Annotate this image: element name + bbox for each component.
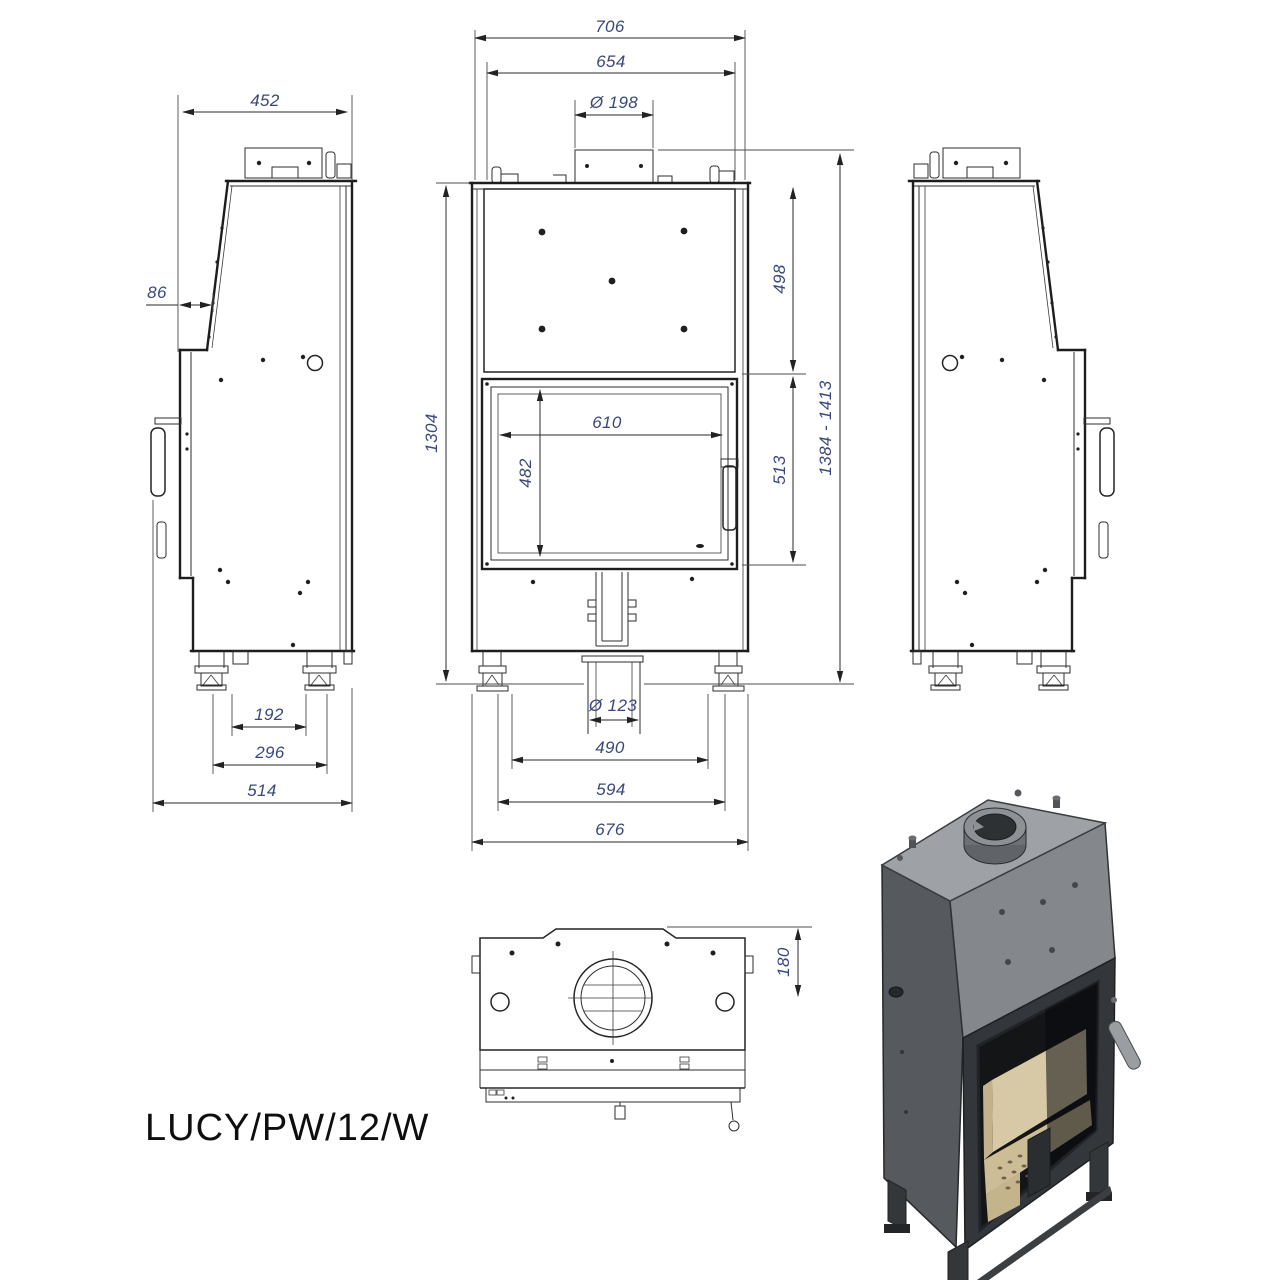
- front-leg-left: [476, 651, 509, 692]
- dimension-676: 676: [471, 820, 749, 846]
- render-firebrick-interior: [983, 982, 1098, 1222]
- dimension-513: 513: [742, 376, 806, 566]
- dimension-490: 490: [511, 738, 709, 764]
- front-leg-right: [712, 651, 745, 692]
- dimension-flue-198: Ø 198: [574, 93, 654, 119]
- dimension-706: 706: [474, 17, 746, 42]
- render-legs: [884, 1141, 1112, 1280]
- top-hole-left: [490, 992, 510, 1012]
- model-label: LUCY/PW/12/W: [145, 1107, 429, 1149]
- dim-total-height: 1384 - 1413: [816, 380, 835, 475]
- dim-left-feet-inner: 192: [254, 705, 284, 724]
- dim-overall-width: 676: [595, 820, 625, 839]
- front-view-dimensions: 706 654 Ø 198 1304 498 513 1384 -: [422, 17, 854, 851]
- render-flue-collar: [963, 807, 1027, 865]
- dimension-180: 180: [667, 926, 812, 997]
- dimension-86: 86: [146, 283, 214, 312]
- top-view-latch: [614, 1105, 626, 1120]
- top-hole-right: [715, 992, 735, 1012]
- dim-left-feet-outer: 296: [254, 743, 285, 762]
- dim-base-width: 594: [596, 780, 626, 799]
- render-handle: [1108, 1020, 1141, 1070]
- right-side-view: [907, 146, 1116, 692]
- center-bracket: [587, 572, 637, 647]
- upper-panel: [483, 188, 736, 373]
- dimension-498: 498: [742, 187, 806, 375]
- door-handle-side: [150, 417, 182, 559]
- dimension-610: 610: [499, 413, 723, 439]
- dim-lower-height: 513: [770, 455, 789, 485]
- dimension-654: 654: [486, 52, 736, 77]
- render-side-port: [888, 986, 904, 998]
- dim-outlet-diameter: Ø 123: [588, 696, 637, 715]
- dim-top-outer-width: 706: [595, 17, 625, 36]
- top-view: 180: [471, 926, 812, 1132]
- side-foot-front: [194, 651, 229, 691]
- side-view-body: [150, 147, 358, 691]
- dim-glass-width: 610: [592, 413, 622, 432]
- dim-flue-diameter: Ø 198: [589, 93, 638, 112]
- render-3d: [880, 789, 1141, 1280]
- dim-upper-height: 498: [770, 264, 789, 294]
- dimension-594: 594: [497, 780, 726, 806]
- dimension-outlet-123: Ø 123: [588, 696, 639, 724]
- side-port-circle: [306, 354, 324, 372]
- door-handle-front: [720, 458, 739, 531]
- front-view: [436, 149, 854, 734]
- dimension-1384-1413: 1384 - 1413: [658, 149, 854, 683]
- dimension-482: 482: [516, 389, 544, 557]
- dim-left-depth-top: 452: [250, 91, 280, 110]
- dimension-192: 192: [231, 705, 307, 731]
- dim-left-total-depth: 514: [247, 781, 277, 800]
- dim-top-width: 654: [596, 52, 626, 71]
- dimension-514: 514: [152, 781, 353, 807]
- firebox-door: [480, 377, 739, 571]
- bottom-outlet: [581, 655, 644, 734]
- dim-flue-center-offset: 180: [774, 947, 793, 977]
- dimension-452: 452: [182, 91, 348, 116]
- dim-glass-height: 482: [516, 458, 535, 488]
- side-foot-rear: [302, 651, 337, 691]
- top-view-ring: [728, 1120, 740, 1132]
- dimension-296: 296: [212, 743, 328, 769]
- dimension-1304: 1304: [422, 182, 470, 682]
- dim-body-height: 1304: [422, 413, 441, 452]
- dim-legs-span: 490: [595, 738, 625, 757]
- left-side-view-dimensions: 452 86 192 296 514: [146, 91, 353, 812]
- dim-left-slope-offset: 86: [147, 283, 167, 302]
- flue-opening-top: [568, 951, 653, 1045]
- render-bracket: [1027, 1127, 1051, 1198]
